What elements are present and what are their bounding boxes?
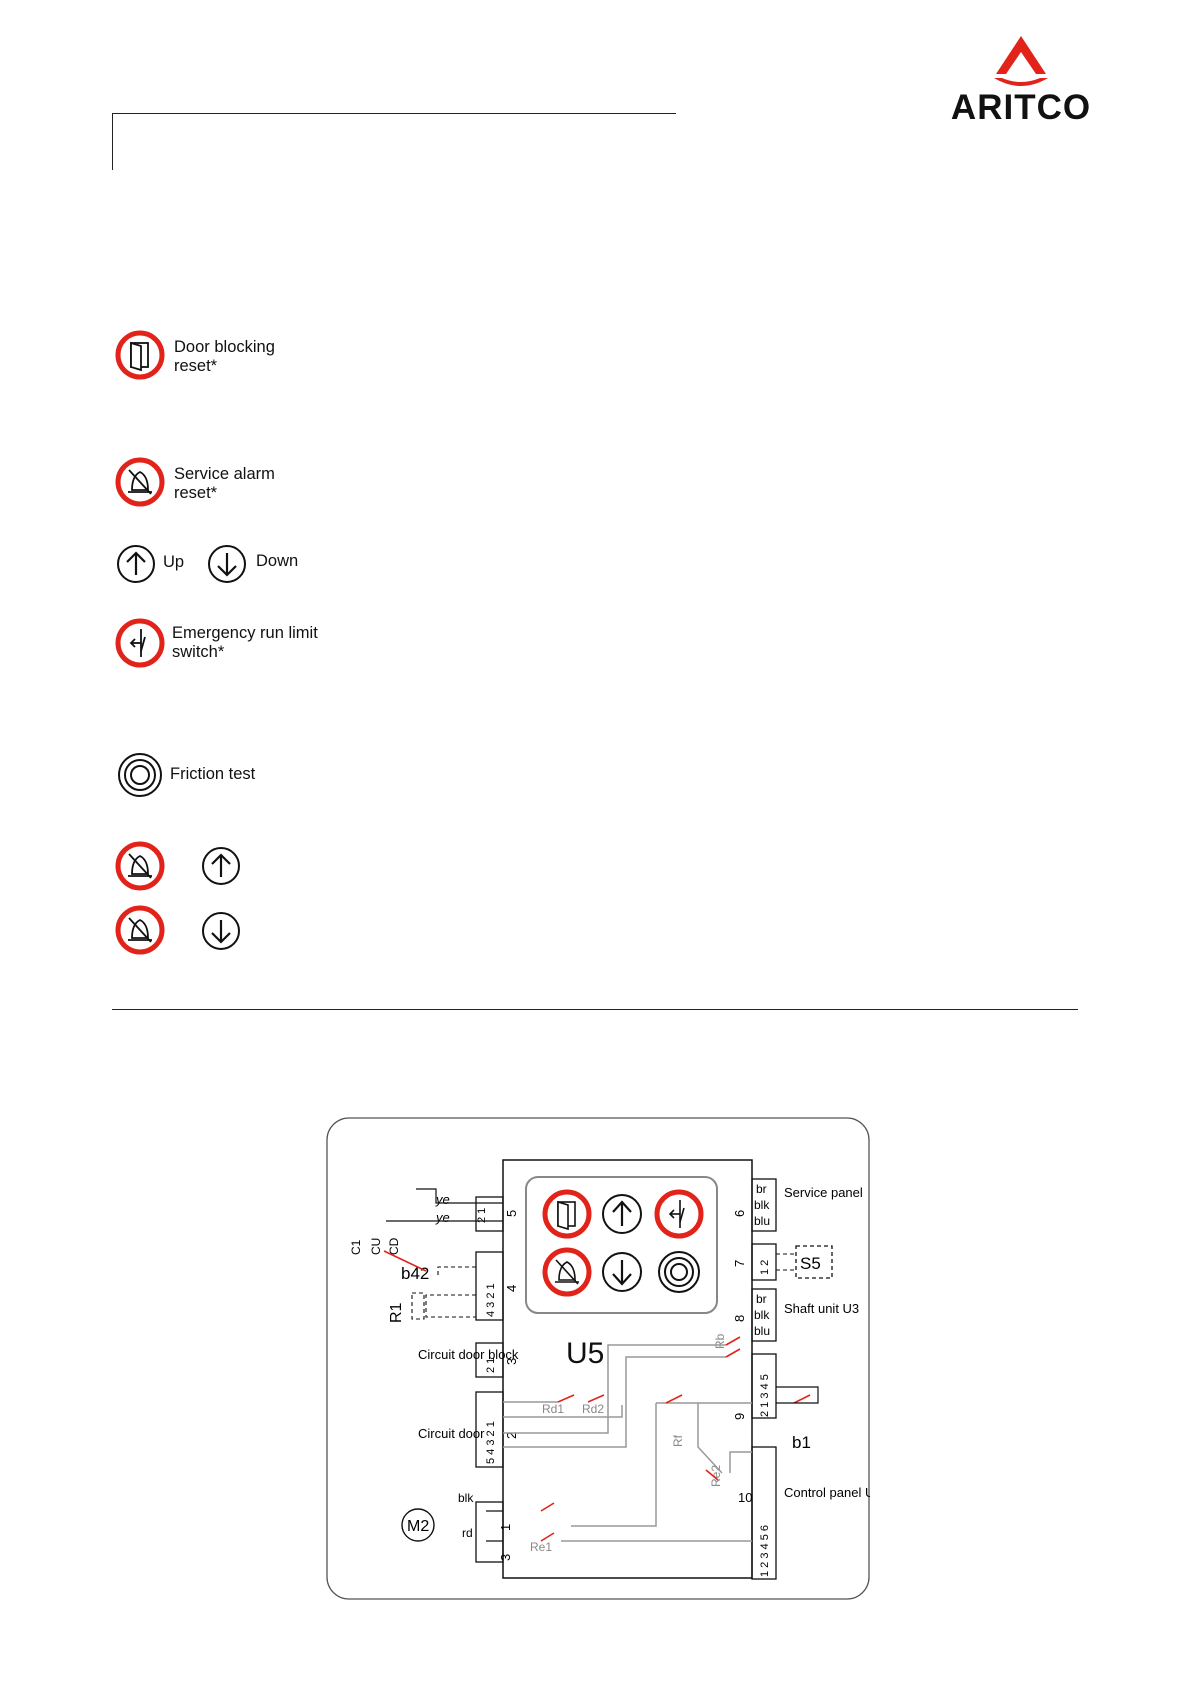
svg-text:2 1: 2 1 [485, 1358, 497, 1373]
door-icon [115, 330, 165, 380]
svg-text:Rb: Rb [713, 1333, 727, 1349]
svg-text:CU: CU [369, 1238, 383, 1255]
keypad-alarm-icon [542, 1247, 592, 1297]
svg-text:3: 3 [498, 1554, 513, 1561]
keypad-door-icon [542, 1189, 592, 1239]
svg-text:br: br [756, 1182, 767, 1196]
svg-text:Shaft unit U3: Shaft unit U3 [784, 1301, 859, 1316]
svg-text:Rd1: Rd1 [542, 1402, 564, 1416]
svg-text:3: 3 [504, 1358, 519, 1365]
svg-text:1 2 3 4 5 6: 1 2 3 4 5 6 [759, 1525, 771, 1577]
keypad-down-icon [602, 1252, 642, 1292]
svg-text:2: 2 [504, 1432, 519, 1439]
svg-text:blk: blk [754, 1198, 770, 1212]
arrow-down-icon [202, 912, 240, 950]
up-label: Up [163, 553, 185, 571]
svg-text:rd: rd [462, 1526, 473, 1540]
svg-text:2 1 3 4 5: 2 1 3 4 5 [759, 1374, 771, 1417]
svg-text:br: br [756, 1292, 767, 1306]
header-rule-vertical [112, 113, 113, 170]
wiring-diagram: U5 2 1 5 4 3 2 1 4 2 1 [326, 1117, 870, 1600]
keypad-friction-icon [658, 1251, 700, 1293]
svg-text:S5: S5 [800, 1254, 821, 1273]
svg-text:R1: R1 [388, 1302, 405, 1323]
svg-text:5: 5 [504, 1210, 519, 1217]
svg-text:blu: blu [754, 1324, 770, 1338]
svg-text:Rd2: Rd2 [582, 1402, 604, 1416]
muted-bell-icon [115, 841, 165, 891]
section-divider [112, 1009, 1078, 1010]
header-rule [112, 113, 676, 114]
svg-text:7: 7 [732, 1260, 747, 1267]
svg-text:8: 8 [732, 1315, 747, 1322]
svg-text:Rf: Rf [671, 1434, 685, 1447]
svg-text:b42: b42 [401, 1264, 429, 1283]
svg-text:blk: blk [754, 1308, 770, 1322]
limit-switch-icon [115, 618, 165, 668]
keypad-up-icon [602, 1194, 642, 1234]
svg-text:2 1: 2 1 [476, 1208, 488, 1223]
arrow-down-icon [208, 545, 246, 583]
keypad-limit-icon [654, 1189, 704, 1239]
svg-text:b1: b1 [792, 1433, 811, 1452]
svg-text:9: 9 [732, 1413, 747, 1420]
svg-text:Re2: Re2 [709, 1465, 723, 1487]
svg-text:1 2: 1 2 [759, 1260, 771, 1275]
svg-text:Control panel U1: Control panel U1 [784, 1485, 870, 1500]
arrow-up-icon [117, 545, 155, 583]
svg-text:Re1: Re1 [530, 1540, 552, 1554]
svg-text:4 3 2 1: 4 3 2 1 [485, 1283, 497, 1317]
svg-text:Circuit door block: Circuit door block [418, 1347, 519, 1362]
muted-bell-icon [115, 905, 165, 955]
svg-text:10: 10 [738, 1490, 752, 1505]
svg-text:5 4 3 2 1: 5 4 3 2 1 [485, 1421, 497, 1464]
svg-text:CD: CD [387, 1237, 401, 1255]
svg-text:C1: C1 [349, 1239, 363, 1255]
brand-name: ARITCO [950, 88, 1092, 127]
friction-test-label: Friction test [170, 765, 256, 783]
unit-label: U5 [566, 1337, 604, 1370]
svg-text:4: 4 [504, 1285, 519, 1292]
svg-text:Service panel: Service panel [784, 1185, 863, 1200]
muted-bell-icon [115, 457, 165, 507]
friction-test-icon [118, 753, 162, 797]
svg-text:6: 6 [732, 1210, 747, 1217]
aritco-logo: ARITCO [936, 34, 1106, 127]
svg-text:ye: ye [435, 1210, 450, 1225]
svg-text:blk: blk [458, 1491, 474, 1505]
svg-text:M2: M2 [407, 1518, 429, 1535]
svg-text:ye: ye [435, 1192, 450, 1207]
svg-text:blu: blu [754, 1214, 770, 1228]
svg-text:Circuit door: Circuit door [418, 1426, 485, 1441]
down-label: Down [256, 552, 299, 570]
arrow-up-icon [202, 847, 240, 885]
svg-text:1: 1 [498, 1524, 513, 1531]
